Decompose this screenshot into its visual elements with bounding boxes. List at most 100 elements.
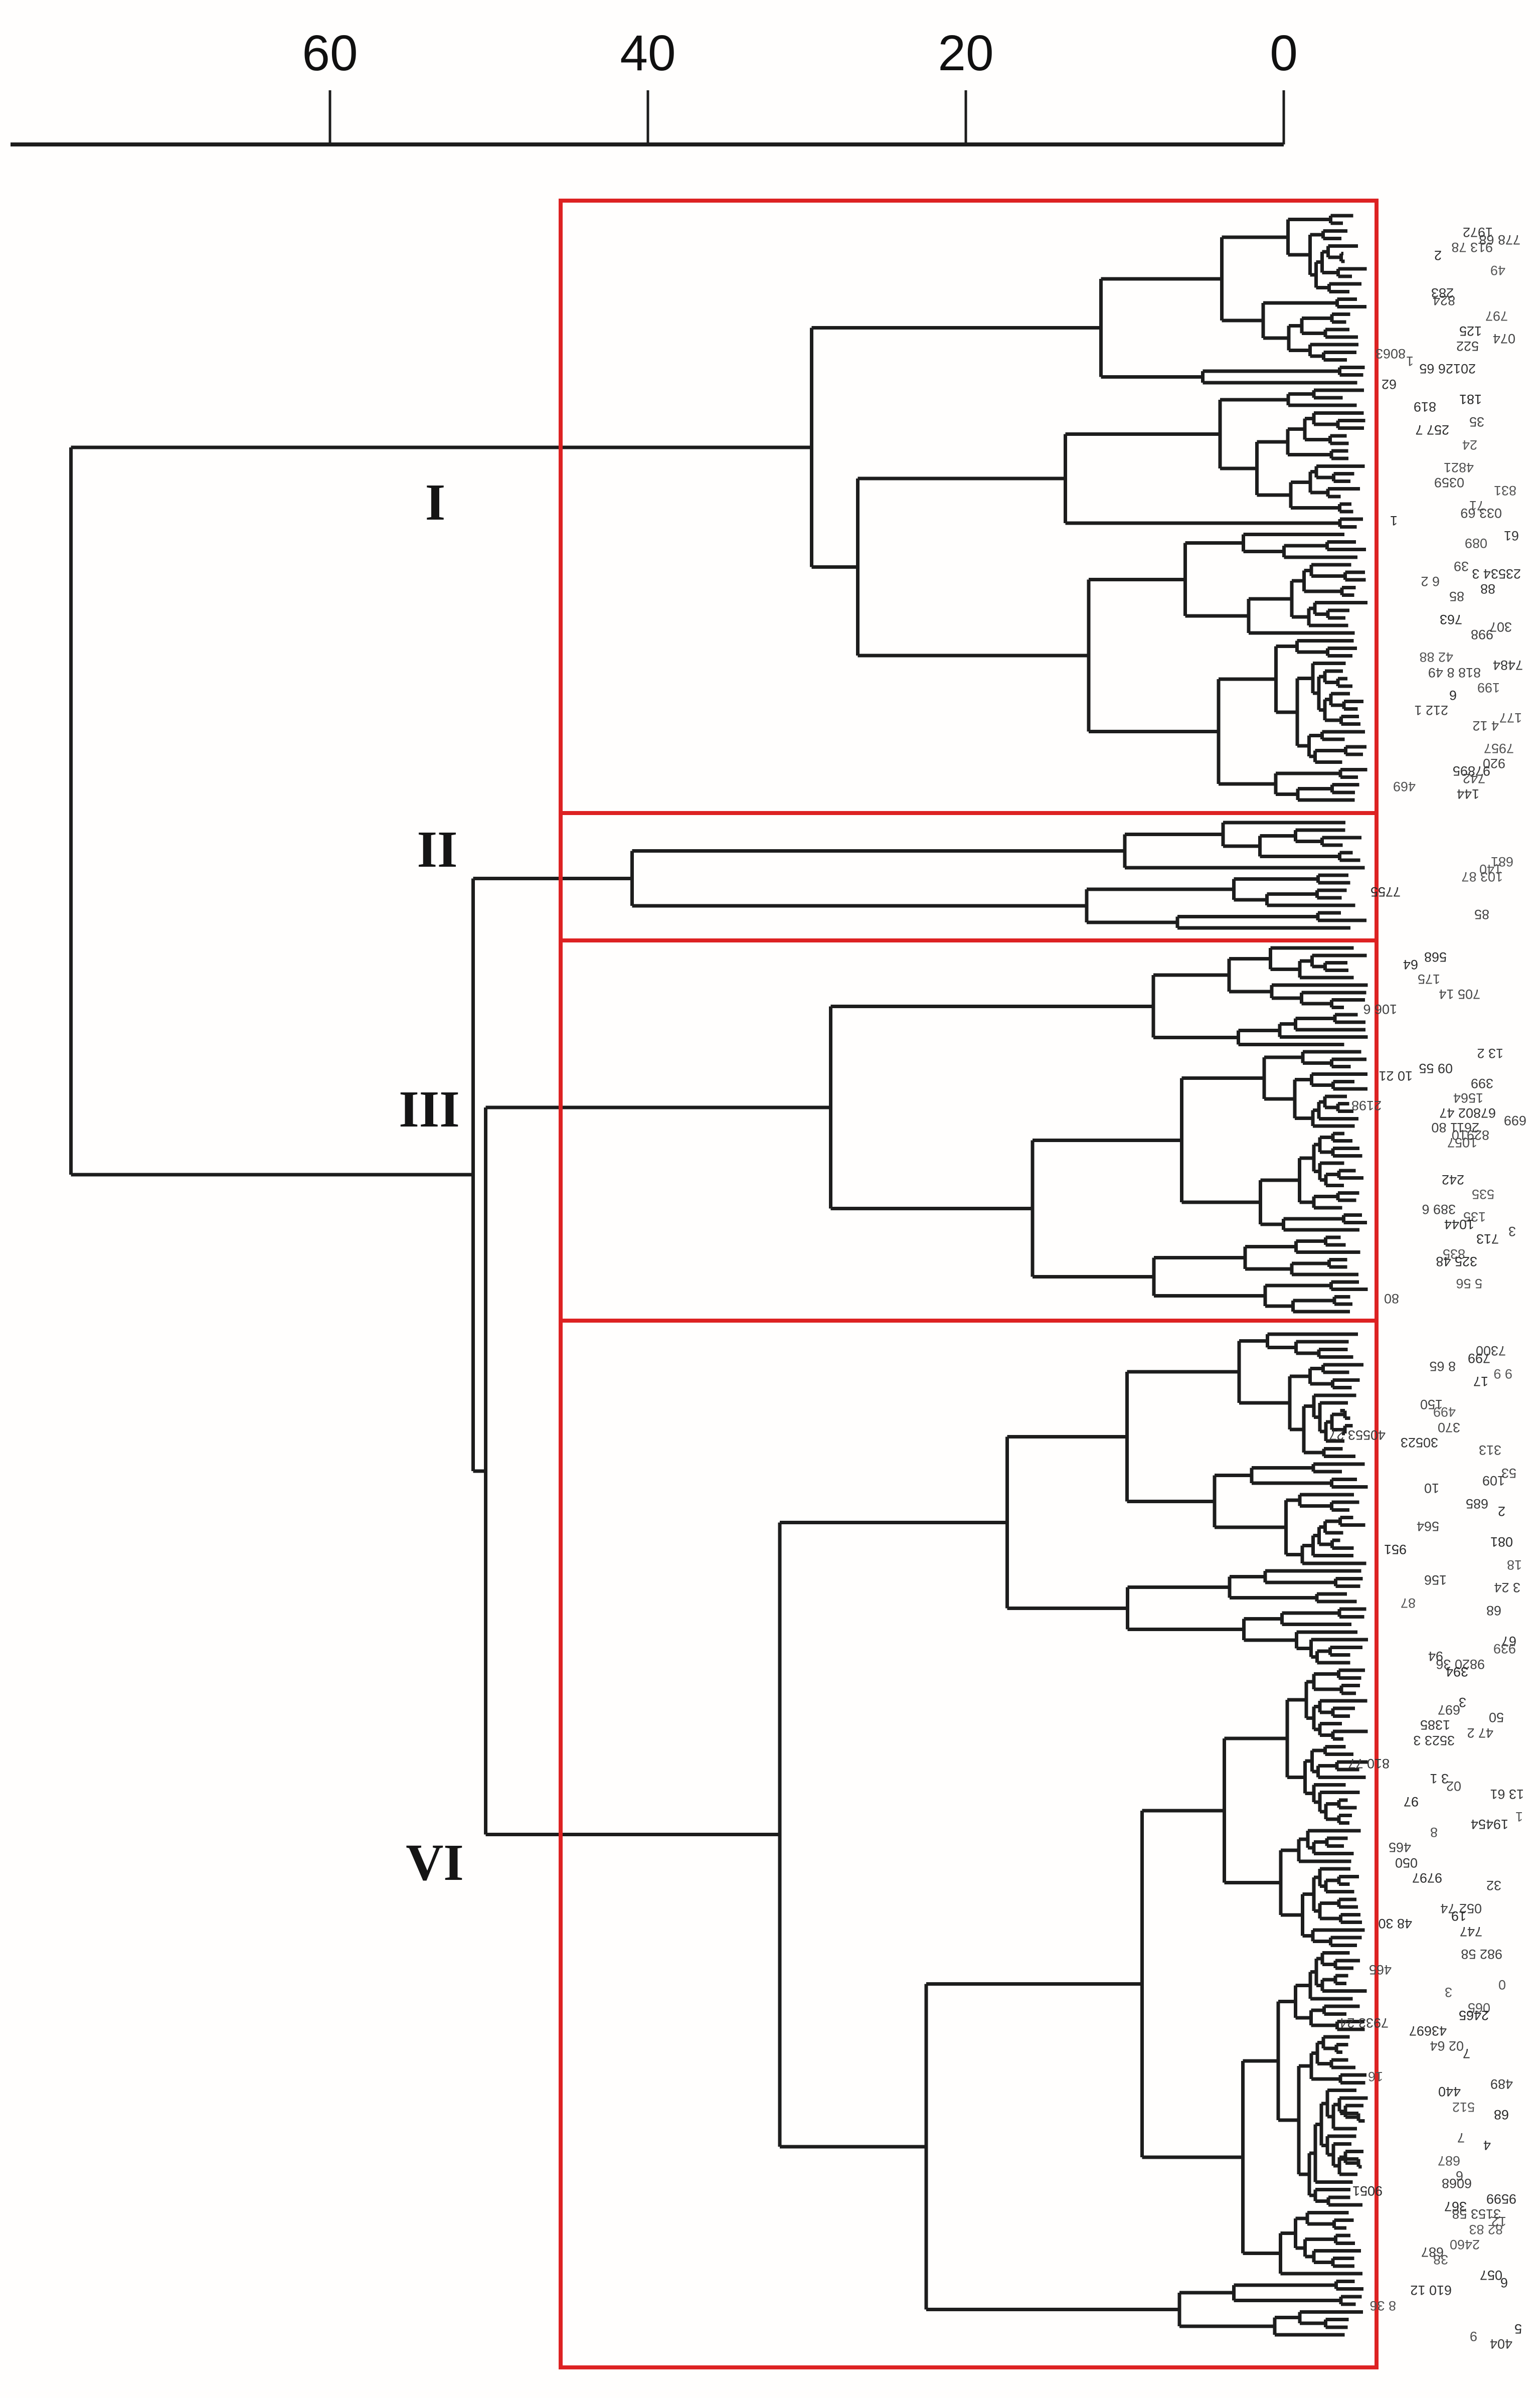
leaf-label: 02 64 (1430, 2038, 1464, 2053)
leaf-label: 6068 (1442, 2176, 1472, 2191)
leaf-label: 4 (1483, 2138, 1491, 2153)
leaf-label: 17 (1473, 1374, 1488, 1389)
cluster-label-III: III (399, 1080, 459, 1138)
leaf-label: 109 (1482, 1473, 1505, 1488)
tree-lines-group (69, 214, 1368, 2337)
leaf-label: 68 (1494, 2107, 1509, 2122)
leaf-label: 3 (1508, 1224, 1516, 1239)
leaf-label: 7755 (1371, 884, 1401, 899)
leaf-label: 175 (1418, 972, 1440, 987)
leaf-label: 699 (1504, 1113, 1526, 1128)
leaf-label: 48 30 (1378, 1916, 1412, 1931)
leaf-label: 35 (1469, 414, 1484, 429)
leaf-label: 135 (1463, 1209, 1486, 1224)
leaf-label: 313 (1479, 1443, 1501, 1458)
leaf-label: 713 (1476, 1231, 1499, 1246)
leaf-label: 8 36 (1370, 2298, 1396, 2313)
leaf-label: 697 (1438, 1702, 1460, 1717)
leaf-label: 564 (1417, 1519, 1439, 1534)
leaf-label: 3 1 (1430, 1771, 1449, 1786)
leaf-label: 089 (1465, 536, 1487, 551)
leaf-label: 177 (1499, 710, 1522, 725)
leaf-label: 982 58 (1461, 1947, 1502, 1962)
leaf-label: 80 (1384, 1291, 1399, 1306)
leaf-label: 1564 (1453, 1090, 1483, 1105)
leaf-label: 6 (1449, 688, 1457, 703)
leaf-label: 742 (1463, 771, 1485, 786)
leaf-label: 8 (1430, 1825, 1438, 1840)
leaf-label: 71 (1469, 498, 1484, 513)
leaf-label: 39 (1454, 559, 1469, 574)
leaf-label: 7957 (1484, 741, 1514, 756)
leaf-label: 20126 65 (1419, 361, 1476, 376)
leaf-label: 687 (1421, 2245, 1444, 2260)
cluster-box-outline (559, 199, 1379, 2369)
leaf-label: 057 (1480, 2268, 1502, 2283)
leaf-label: 9820 36 (1436, 1657, 1485, 1672)
leaf-label: 12 (1491, 2214, 1506, 2229)
leaf-label: 2611 80 (1431, 1120, 1479, 1135)
leaf-label: 081 (1490, 1534, 1513, 1549)
leaf-label: 325 48 (1436, 1254, 1477, 1269)
leaf-label: 9 9 (1493, 1366, 1512, 1381)
leaf-label: 9 (1470, 2329, 1477, 2344)
leaf-label: 42 88 (1419, 650, 1453, 665)
leaf-label: 9599 (1486, 2191, 1516, 2206)
leaf-label: 799 (1468, 1351, 1490, 1366)
leaf-label: 3 (1445, 1985, 1452, 2000)
leaf-label: 106 6 (1363, 1002, 1397, 1017)
leaf-label: 440 (1438, 2084, 1461, 2099)
leaf-label: 404 (1490, 2336, 1512, 2351)
leaf-label: 85 (1449, 589, 1464, 604)
leaf-label: 0 (1498, 1977, 1506, 1992)
leaf-label: 64 (1403, 957, 1418, 972)
leaf-label: 49 (1490, 263, 1505, 278)
leaf-label: 610 12 (1410, 2283, 1452, 2298)
leaf-label: 87 (1401, 1595, 1416, 1611)
cluster-label-VI: VI (406, 1834, 464, 1891)
leaf-label: 88 (1480, 581, 1495, 596)
leaf-label: 02 (1446, 1779, 1461, 1794)
leaf-label: 13 61 (1490, 1787, 1524, 1802)
leaf-label: 24 (1462, 437, 1477, 452)
leaf-label: 7 (1463, 2046, 1470, 2061)
leaf-label: 30523 (1401, 1435, 1438, 1450)
leaf-label: 181 (1459, 392, 1482, 407)
leaf-label: 7300 (1476, 1343, 1506, 1358)
leaf-label: 8 65 (1429, 1359, 1456, 1374)
leaf-label: 2 (1434, 248, 1442, 263)
leaf-label: 818 8 49 (1428, 665, 1481, 680)
leaf-label: 94 (1428, 1649, 1443, 1664)
leaf-label: 1 (1406, 354, 1414, 369)
leaf-label: 6 (1500, 2275, 1508, 2290)
leaf-label: 778 68 (1479, 232, 1520, 247)
leaf-label: 681 (1491, 854, 1513, 869)
leaf-label: 140 (1479, 862, 1502, 877)
leaf-label: 2198 (1351, 1098, 1382, 1113)
leaf-label: 23534 3 (1472, 566, 1521, 581)
leaf-label: 257 7 (1415, 422, 1449, 437)
leaf-label: 3153 58 (1452, 2206, 1501, 2221)
leaf-label: 951 (1384, 1542, 1407, 1557)
leaf-label: 5 (1514, 2321, 1522, 2336)
leaf-label: 242 (1442, 1172, 1464, 1187)
leaf-label: 074 (1493, 331, 1515, 346)
leaf-label: 1057 (1447, 1135, 1477, 1150)
leaf-label: 920 (1483, 756, 1505, 771)
leaf-label: 399 (1471, 1076, 1493, 1091)
leaf-label: 394 (1446, 1664, 1468, 1679)
leaf-label: 050 (1395, 1855, 1418, 1870)
leaf-label: 6 (1456, 2168, 1463, 2183)
leaf-label: 53 (1501, 1466, 1516, 1481)
leaf-label: 09 55 (1419, 1061, 1453, 1076)
leaf-label: 535 (1472, 1187, 1494, 1202)
leaf-label: 687 (1438, 2153, 1460, 2168)
leaf-label: 065 (1468, 2000, 1490, 2015)
leaf-label: 40553 27 (1329, 1427, 1386, 1443)
leaf-label: 62 (1382, 377, 1397, 392)
